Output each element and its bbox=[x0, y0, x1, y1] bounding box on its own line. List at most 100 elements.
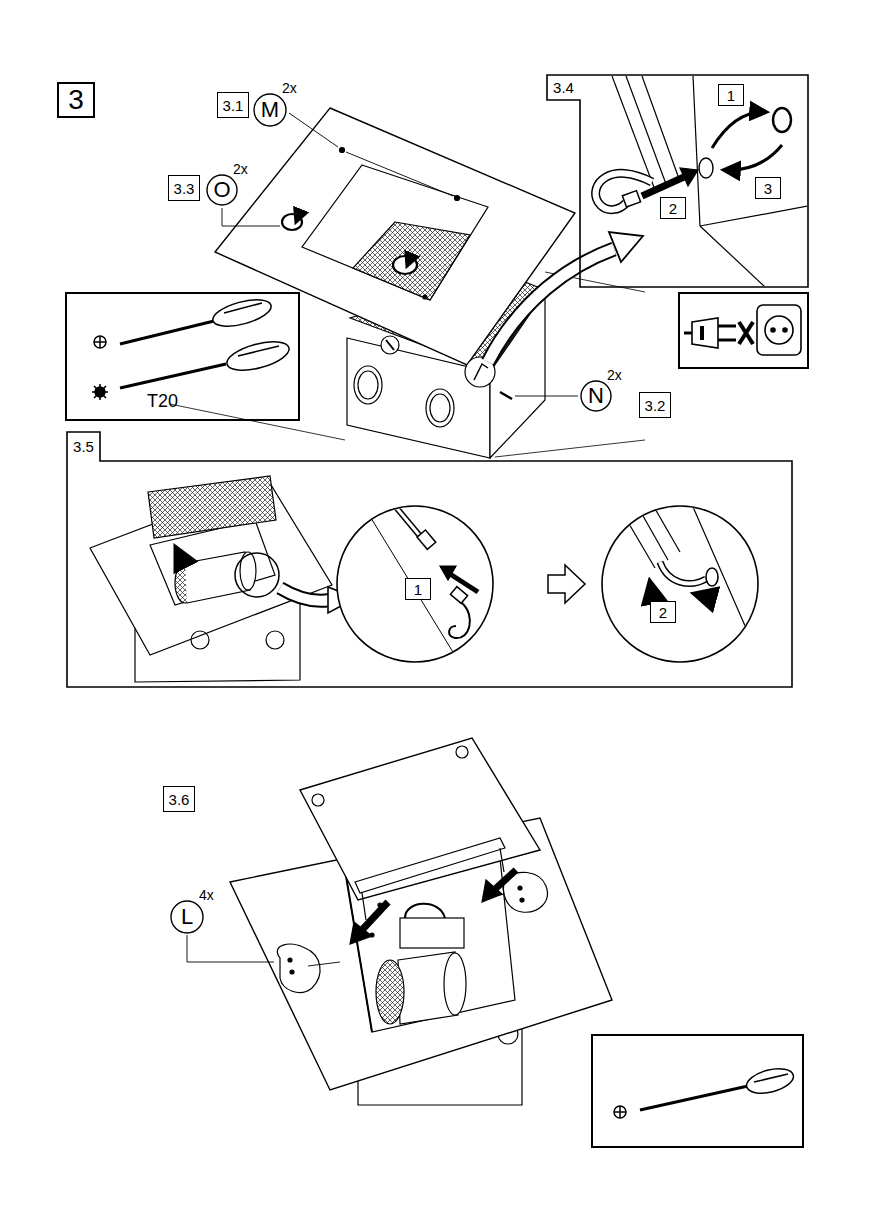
part-circle-outline bbox=[254, 94, 286, 126]
tool-screwdrivers-part bbox=[94, 336, 106, 348]
unplug-symbol-part bbox=[692, 318, 718, 348]
step-label: 1 bbox=[414, 582, 422, 597]
part-letter-text: M bbox=[253, 93, 287, 127]
step-label: 3.5 bbox=[67, 432, 100, 461]
detail-panel-part-part bbox=[626, 76, 666, 184]
detail-panel-part-part bbox=[395, 506, 420, 536]
unplug-symbol-part bbox=[739, 322, 753, 344]
step-label: 3.2 bbox=[645, 398, 666, 413]
quantity-text: 2x bbox=[282, 81, 297, 95]
unplug-symbol-part bbox=[771, 328, 775, 332]
part-letter: O2x bbox=[206, 174, 238, 206]
detail-panel-part-part bbox=[440, 566, 456, 580]
callout-number: 1 bbox=[718, 84, 744, 106]
hood-figure-part bbox=[350, 922, 372, 944]
tool-screwdriver-part bbox=[592, 1035, 803, 1147]
detail-panel-part-part bbox=[680, 168, 698, 186]
unplug-symbol-part bbox=[757, 305, 801, 355]
hood-figure-part bbox=[520, 898, 524, 902]
detail-panel-part-part bbox=[693, 76, 700, 226]
unplug-symbol-part bbox=[765, 316, 793, 344]
detail-panel-part-part bbox=[724, 145, 782, 170]
part-circle-outline bbox=[581, 381, 611, 411]
hood-figure-part bbox=[346, 152, 453, 196]
unplug-symbol bbox=[679, 293, 808, 368]
detail-panel: 3.5 1 2 bbox=[67, 432, 792, 687]
zoom-arrow-part bbox=[488, 249, 614, 362]
hood-figure-part bbox=[290, 970, 294, 974]
hood-figure-part bbox=[381, 336, 399, 354]
callout-number: 3 bbox=[755, 177, 781, 199]
step-label: 3 bbox=[764, 181, 772, 196]
hood-figure-part bbox=[187, 935, 274, 962]
hood-figure-part bbox=[426, 389, 454, 427]
detail-panel-part-part bbox=[712, 112, 766, 148]
part-letter: L4x bbox=[170, 900, 204, 934]
tool-screwdriver-part bbox=[614, 1106, 626, 1118]
detail-panel-part-part bbox=[650, 500, 680, 552]
detail-panel-part-part bbox=[650, 582, 652, 592]
detail-panel-part-part bbox=[417, 530, 436, 549]
detail-panel-part-part bbox=[642, 76, 678, 176]
step-label: 2 bbox=[659, 605, 667, 620]
detail-panel-part-part bbox=[450, 587, 467, 604]
detail-panel-part bbox=[360, 500, 478, 680]
step-label: 3.3 bbox=[174, 181, 195, 196]
detail-panel bbox=[547, 75, 808, 287]
part-letter-text: O bbox=[206, 174, 238, 206]
tool-screwdrivers-part bbox=[238, 346, 279, 356]
part-circle-outline bbox=[171, 901, 203, 933]
tool-screwdrivers-part bbox=[224, 303, 262, 313]
detail-panel-part-part bbox=[699, 158, 713, 178]
tool-screwdriver-part bbox=[754, 1074, 788, 1082]
hood-figure-part bbox=[215, 108, 575, 365]
hood-figure-part bbox=[308, 962, 340, 966]
detail-panel-part bbox=[280, 588, 330, 601]
callout-number: 1 bbox=[405, 578, 431, 600]
detail-panel-part bbox=[337, 506, 493, 662]
detail-panel-part-part bbox=[450, 574, 478, 592]
detail-panel-part-part bbox=[773, 108, 791, 132]
hood-figure-part bbox=[358, 371, 378, 399]
detail-panel-part-part bbox=[615, 500, 655, 568]
step-label: 3.4 bbox=[547, 75, 580, 100]
hood-figure-part bbox=[500, 392, 512, 399]
unplug-symbol-part bbox=[739, 322, 753, 344]
zoom-arrow-part bbox=[488, 249, 614, 362]
detail-panel-part bbox=[191, 631, 209, 649]
hood-figure-part bbox=[455, 196, 460, 201]
hood-figure-part bbox=[500, 848, 504, 872]
tool-screwdrivers bbox=[92, 295, 292, 400]
tool-screwdriver bbox=[592, 1035, 803, 1147]
hood-figure-part bbox=[494, 870, 516, 890]
hood-figure-part bbox=[362, 902, 388, 930]
detail-panel-part bbox=[596, 76, 807, 286]
hood-figure-part bbox=[312, 794, 324, 806]
unplug-symbol-part bbox=[718, 339, 736, 342]
detail-panel-part bbox=[548, 565, 585, 603]
hood-figure-part bbox=[353, 222, 470, 300]
hood-figure-part bbox=[456, 746, 468, 758]
hood-figure-part bbox=[289, 113, 338, 147]
quantity-text: 2x bbox=[607, 368, 622, 382]
hood-figure-part bbox=[423, 295, 427, 299]
detail-panel bbox=[67, 432, 792, 687]
hood-figure-part bbox=[355, 838, 505, 893]
detail-panel-part bbox=[602, 506, 758, 662]
callout-number: 2 bbox=[650, 601, 676, 623]
hood-figure-part bbox=[393, 256, 417, 274]
hood-figure-part bbox=[474, 364, 488, 380]
hood-figure-part bbox=[405, 904, 445, 918]
sub-step-number: 3.1 bbox=[217, 92, 249, 118]
detail-panel-part-part bbox=[642, 177, 684, 196]
hood-figure-part bbox=[300, 738, 540, 900]
unplug-symbol-part bbox=[783, 328, 787, 332]
unplug-symbol-part bbox=[718, 325, 736, 328]
detail-panel-part-part bbox=[700, 206, 807, 226]
step-label: 2 bbox=[669, 201, 677, 216]
detail-panel-part bbox=[547, 75, 808, 287]
detail-panel-part bbox=[280, 588, 330, 601]
detail-panel-part-part bbox=[660, 562, 706, 583]
detail-panel-part-part bbox=[360, 500, 470, 680]
